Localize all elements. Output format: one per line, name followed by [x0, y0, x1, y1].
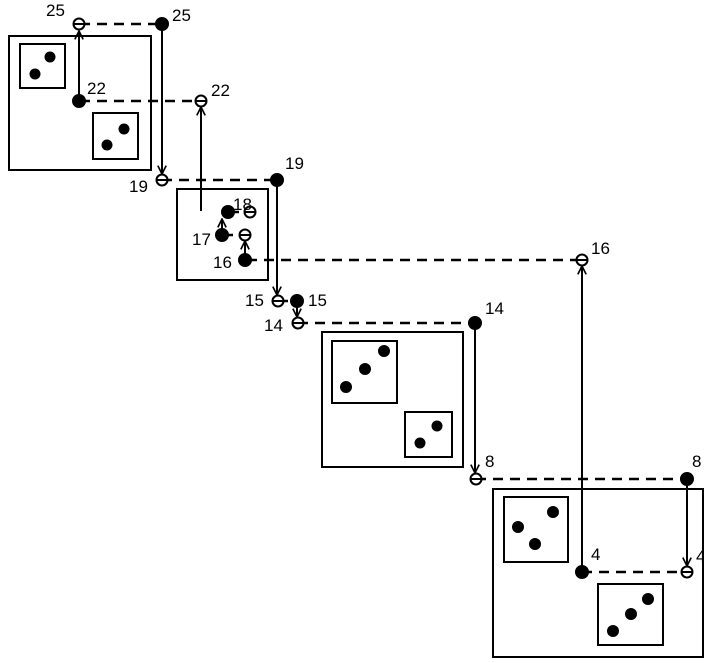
label-18: 18	[233, 195, 252, 214]
node-25-filled	[155, 17, 169, 31]
label-22-left: 22	[87, 79, 106, 98]
node-4-filled	[575, 565, 589, 579]
label-22-right: 22	[211, 81, 230, 100]
node-17-filled	[215, 228, 229, 242]
die-two-pips-b	[92, 112, 139, 160]
label-8-right: 8	[692, 452, 701, 471]
node-16-filled	[238, 253, 252, 267]
label-14-left: 14	[264, 316, 283, 335]
label-16-left: 16	[213, 253, 232, 272]
labels: 25 25 22 22 19 19 18 17 16 16 15 15 14 1…	[46, 1, 704, 566]
node-17-open	[238, 228, 252, 242]
node-14-open	[291, 316, 305, 330]
node-22-open	[194, 94, 208, 108]
die-three-pips-c	[597, 583, 664, 646]
die-three-pips-b	[503, 496, 569, 563]
node-8-filled	[680, 472, 694, 486]
node-18-filled	[221, 205, 235, 219]
node-4-open	[680, 565, 694, 579]
label-4-right: 4	[696, 547, 704, 566]
label-25-right: 25	[172, 6, 191, 25]
container-box-4	[492, 488, 704, 658]
node-16-open	[575, 253, 589, 267]
label-19-right: 19	[285, 154, 304, 173]
die-two-pips-c	[404, 411, 453, 458]
label-17: 17	[192, 230, 211, 249]
node-25-open	[72, 17, 86, 31]
label-8-left: 8	[485, 452, 494, 471]
nodes	[72, 17, 694, 579]
node-22-filled	[72, 94, 86, 108]
node-8-open	[469, 472, 483, 486]
container-box-3	[321, 331, 464, 468]
container-box-2	[176, 188, 269, 281]
node-19-filled	[270, 173, 284, 187]
node-19-open	[155, 173, 169, 187]
die-three-pips-a	[331, 340, 398, 404]
dice	[19, 43, 664, 646]
die-two-pips-a	[19, 43, 66, 89]
node-18-open	[243, 205, 257, 219]
node-15-open	[271, 294, 285, 308]
node-15-filled	[290, 294, 304, 308]
label-15-right: 15	[308, 291, 327, 310]
node-14-filled	[468, 316, 482, 330]
label-19-left: 19	[129, 177, 148, 196]
label-25-left: 25	[46, 1, 65, 20]
label-16-right: 16	[591, 239, 610, 258]
label-15-left: 15	[245, 291, 264, 310]
arrows	[79, 25, 687, 571]
label-14-right: 14	[485, 299, 504, 318]
label-4-left: 4	[591, 545, 600, 564]
